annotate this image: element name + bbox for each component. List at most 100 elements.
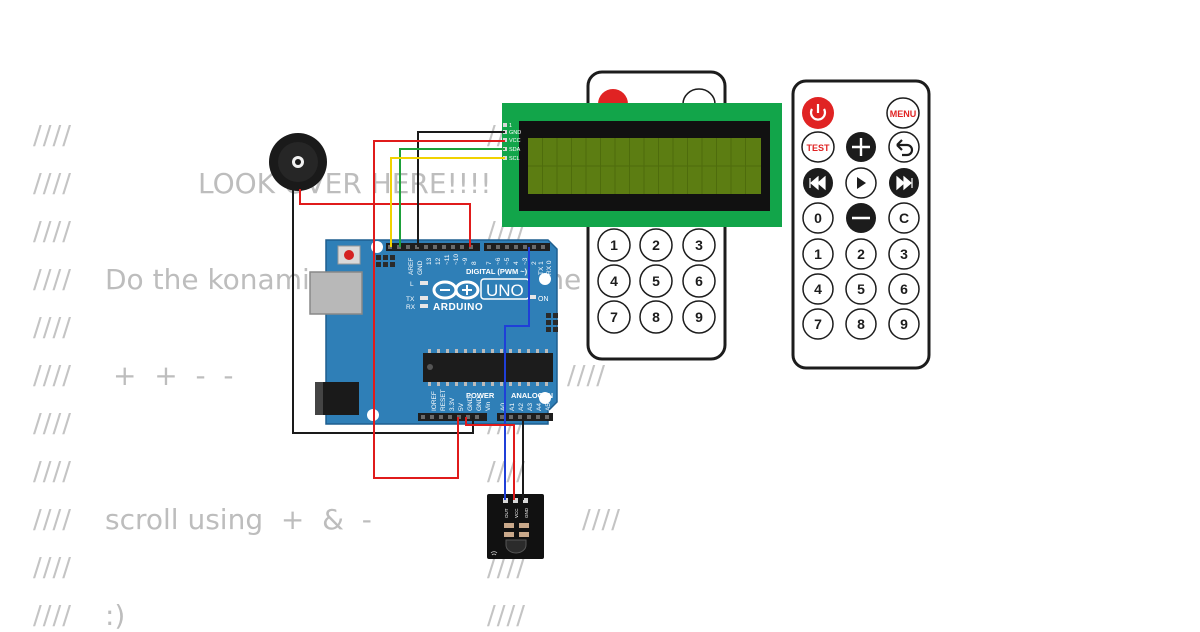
menu-label: MENU xyxy=(890,109,917,119)
clear-button[interactable] xyxy=(888,202,920,234)
led-label: TX xyxy=(406,296,415,303)
back-arrow-icon xyxy=(896,139,914,157)
power-label: POWER xyxy=(466,391,495,400)
comment-slashes: //// xyxy=(582,505,622,535)
usb-port xyxy=(309,271,363,315)
key-label: 9 xyxy=(695,309,703,325)
keypad: 1 2 3 4 5 6 7 8 9 xyxy=(597,228,716,334)
back-button[interactable] xyxy=(888,131,920,163)
key-6[interactable] xyxy=(888,273,920,305)
pin-label: A0 xyxy=(500,403,507,411)
key-8[interactable] xyxy=(639,300,673,334)
key-0[interactable] xyxy=(802,202,834,234)
plus-icon xyxy=(852,138,870,156)
pin-label: IOREF xyxy=(431,391,438,411)
led-on xyxy=(528,295,536,299)
pin-label: Vin xyxy=(485,401,492,411)
wire-buzzer-signal xyxy=(299,189,471,247)
microcontroller-chip xyxy=(423,353,553,382)
comment-slashes: //// xyxy=(33,505,73,535)
menu-button[interactable] xyxy=(886,97,920,129)
pin-label: RX 0 xyxy=(546,260,553,275)
play-icon xyxy=(857,177,866,189)
icsp-header-right xyxy=(546,313,558,332)
key-3[interactable] xyxy=(682,228,716,262)
piezo-buzzer[interactable] xyxy=(269,133,327,191)
icsp-header xyxy=(376,255,395,267)
key-1[interactable] xyxy=(597,228,631,262)
comment-slashes: //// xyxy=(33,265,73,295)
ir-remote-right[interactable]: MENU TEST 0 C xyxy=(791,79,931,370)
key-label: 1 xyxy=(610,237,618,253)
key-label: 3 xyxy=(900,246,908,262)
analog-label: ANALOG IN xyxy=(511,391,553,400)
pin-label: 2 xyxy=(531,261,538,265)
digital-pin-labels: AREF GND 13 12 ~11 ~10 ~9 8 7 ~6 ~5 4 ~3… xyxy=(408,254,553,275)
comment-line-code: + + - - xyxy=(113,359,234,392)
key-1[interactable] xyxy=(802,238,834,270)
key-5[interactable] xyxy=(639,264,673,298)
key-5[interactable] xyxy=(845,273,877,305)
pin-label: 3.3V xyxy=(449,397,456,411)
key-3[interactable] xyxy=(888,238,920,270)
pin-label: GND xyxy=(476,396,483,411)
key-7[interactable] xyxy=(597,300,631,334)
comment-slashes: //// xyxy=(33,457,73,487)
pin-label: ~3 xyxy=(522,257,529,265)
key-label: 7 xyxy=(814,316,822,332)
pin-label: VCC xyxy=(514,508,519,518)
ir-module-pcb xyxy=(487,494,544,559)
pin-label: ~11 xyxy=(444,254,451,265)
key-6[interactable] xyxy=(682,264,716,298)
key-4[interactable] xyxy=(802,273,834,305)
pin-label: 7 xyxy=(486,261,493,265)
pin-label: GND xyxy=(467,396,474,411)
arduino-uno-board[interactable]: AREF GND 13 12 ~11 ~10 ~9 8 7 ~6 ~5 4 ~3… xyxy=(309,239,558,425)
lcd-display[interactable]: 1 GND VCC SDA SCL xyxy=(502,103,782,227)
wire-lcd-scl xyxy=(390,157,505,247)
lcd-pin-labels: 1 GND VCC SDA SCL xyxy=(509,123,521,162)
key-label: 8 xyxy=(652,309,660,325)
analog-header xyxy=(497,413,553,421)
pin-label: A2 xyxy=(518,403,525,411)
pin-label: 12 xyxy=(435,257,442,265)
test-label: TEST xyxy=(806,143,830,153)
key-label: 7 xyxy=(610,309,618,325)
key-8[interactable] xyxy=(845,308,877,340)
wire-ir-vcc xyxy=(465,417,515,500)
pin-label: 8 xyxy=(471,261,478,265)
key-label: 2 xyxy=(857,246,865,262)
pin-label: GND xyxy=(417,260,424,275)
key-4[interactable] xyxy=(597,264,631,298)
ir-receiver-module[interactable]: OUT VCC GND xyxy=(487,494,544,559)
key-2[interactable] xyxy=(845,238,877,270)
wire-ir-signal xyxy=(504,247,530,500)
led-label: ON xyxy=(538,296,549,303)
led-label: L xyxy=(410,281,414,288)
pin-label: ~5 xyxy=(504,257,511,265)
key-7[interactable] xyxy=(802,308,834,340)
comment-slashes: //// xyxy=(33,601,73,631)
model-label: UNO xyxy=(486,281,524,300)
key-9[interactable] xyxy=(888,308,920,340)
pin-label: VCC xyxy=(509,138,521,144)
pin-label: A5 xyxy=(545,403,552,411)
pin-label: 5V xyxy=(458,402,465,411)
pin-label: A3 xyxy=(527,403,534,411)
rewind-icon xyxy=(809,175,826,191)
key-label: 9 xyxy=(900,316,908,332)
led-label: RX xyxy=(406,304,416,311)
led-rx xyxy=(420,304,428,308)
key-label: 0 xyxy=(814,210,822,226)
pin-label: RESET xyxy=(440,389,447,411)
mounting-hole xyxy=(539,392,551,404)
key-label: 2 xyxy=(652,237,660,253)
key-9[interactable] xyxy=(682,300,716,334)
analog-pin-labels: A0 A1 A2 A3 A4 A5 xyxy=(500,403,552,411)
fast-forward-icon xyxy=(896,175,913,191)
key-label: 4 xyxy=(814,281,822,297)
key-label: 5 xyxy=(652,273,660,289)
key-2[interactable] xyxy=(639,228,673,262)
pin-label: SCL xyxy=(509,156,520,162)
test-button[interactable] xyxy=(801,131,835,163)
